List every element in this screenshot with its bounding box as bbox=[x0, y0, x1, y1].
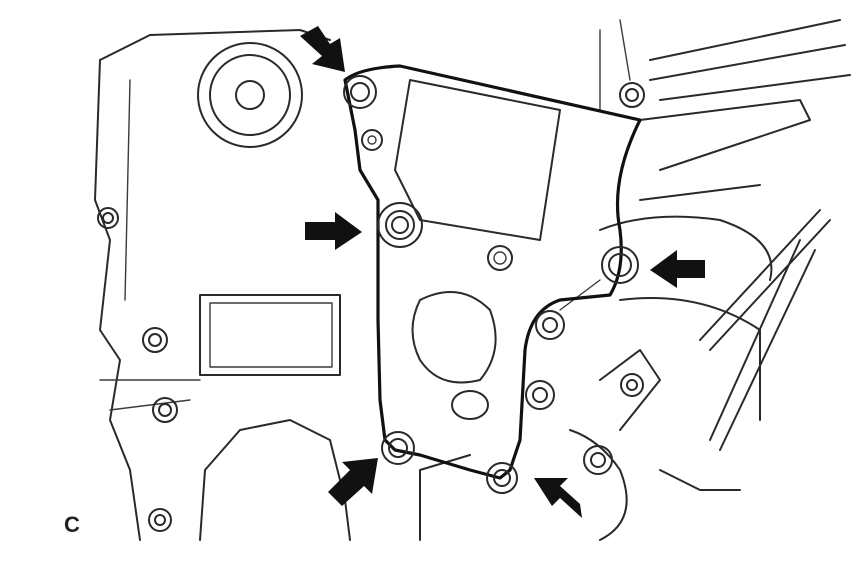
bolt bbox=[152, 397, 178, 423]
engine-block-outline bbox=[94, 19, 851, 541]
inspection-window bbox=[199, 294, 341, 376]
bolt bbox=[142, 327, 168, 353]
sealant-outline bbox=[343, 64, 642, 480]
cover-plate bbox=[361, 79, 561, 420]
bolt bbox=[535, 310, 565, 340]
pulley bbox=[197, 42, 303, 148]
bolt bbox=[377, 202, 423, 248]
bolt bbox=[619, 82, 645, 108]
bolt bbox=[601, 246, 639, 284]
bolt bbox=[486, 462, 518, 494]
bolt bbox=[343, 75, 377, 109]
arrow-mid-right-icon bbox=[650, 250, 705, 288]
bolt bbox=[148, 508, 172, 532]
bolt bbox=[97, 207, 119, 229]
bolt bbox=[620, 373, 644, 397]
arrow-bottom-right-icon bbox=[534, 478, 582, 518]
arrow-bottom-left-icon bbox=[328, 458, 378, 506]
bolt bbox=[583, 445, 613, 475]
bolt bbox=[381, 431, 415, 465]
figure-label: C bbox=[64, 512, 80, 537]
arrow-top-left-icon bbox=[300, 26, 345, 72]
arrow-mid-left-icon bbox=[305, 212, 362, 250]
bolt bbox=[525, 380, 555, 410]
arrows bbox=[300, 26, 705, 518]
bolts bbox=[97, 75, 645, 532]
